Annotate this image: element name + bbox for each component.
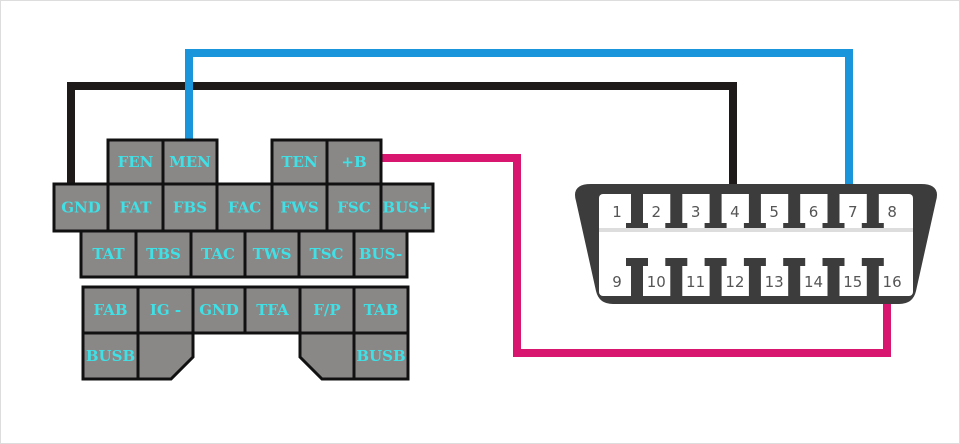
pin-label: MEN: [169, 153, 211, 171]
obd-pin-10: 10: [647, 273, 666, 291]
pin-label: FWS: [280, 199, 318, 217]
pin-label: BUS-: [359, 245, 402, 263]
pin-cell: [352, 331, 410, 381]
pin-label: BUSB: [86, 347, 135, 365]
pin-cell: [136, 331, 195, 381]
pin-divider: [631, 259, 643, 296]
pin-divider: [631, 194, 643, 228]
obd-pin-1: 1: [612, 203, 622, 221]
obd-pin-14: 14: [804, 273, 823, 291]
pin-label: TBS: [146, 245, 181, 263]
obd-pin-9: 9: [612, 273, 622, 291]
pin-tab: [704, 223, 727, 231]
pin-label: BUS+: [382, 199, 431, 217]
pin-divider: [788, 259, 801, 296]
pin-tab: [861, 223, 884, 231]
pin-divider: [709, 194, 722, 228]
obd-pin-8: 8: [887, 203, 897, 221]
pin-cell: [298, 331, 356, 381]
pin-cell: [379, 182, 435, 233]
pin-divider: [827, 194, 840, 228]
pin-label: GND: [61, 199, 101, 217]
pin-divider: [788, 194, 801, 228]
obd-pin-15: 15: [843, 273, 862, 291]
pin-tab: [665, 258, 688, 266]
pin-label: FAT: [120, 199, 153, 217]
pin-divider: [866, 194, 879, 228]
pin-tab: [704, 258, 727, 266]
pin-label: GND: [199, 301, 239, 319]
pin-label: TAC: [201, 245, 235, 263]
pin-tab: [743, 223, 766, 231]
pin-divider: [827, 259, 840, 296]
pin-label: FBS: [173, 199, 207, 217]
pin-tab: [783, 258, 806, 266]
obd-pin-4: 4: [730, 203, 740, 221]
pin-label: BUSB: [356, 347, 405, 365]
pin-tab: [665, 223, 688, 231]
pin-tab: [783, 223, 806, 231]
pin-label: FAC: [228, 199, 261, 217]
wire-blue: [185, 49, 853, 193]
pin-divider: [748, 194, 761, 228]
pin-label: TAT: [92, 245, 125, 263]
pin-divider: [866, 259, 879, 296]
obd-pin-5: 5: [769, 203, 779, 221]
pin-label: TEN: [281, 153, 318, 171]
pin-divider: [748, 259, 761, 296]
pin-label: TWS: [253, 245, 292, 263]
obd-pin-11: 11: [686, 273, 705, 291]
pin-label: FEN: [118, 153, 154, 171]
obd-pin-2: 2: [652, 203, 662, 221]
obd-pin-16: 16: [883, 273, 902, 291]
obd-pin-3: 3: [691, 203, 701, 221]
pin-divider: [709, 259, 722, 296]
pin-tab: [822, 223, 845, 231]
obd-pin-6: 6: [809, 203, 819, 221]
pin-divider: [670, 259, 683, 296]
pin-label: TSC: [310, 245, 344, 263]
pin-tab: [626, 223, 648, 231]
pin-label: IG -: [150, 301, 181, 319]
pin-label: FSC: [337, 199, 370, 217]
diagnostic-connector: FEN MEN TEN +B GND FAT FBS FAC FWS FSC BUS+ TAT TBS T…: [52, 138, 435, 381]
pin-tab: [822, 258, 845, 266]
wire-black: [67, 82, 737, 199]
obd-pin-12: 12: [725, 273, 744, 291]
pin-divider: [670, 194, 683, 228]
pin-cell: [352, 229, 409, 279]
pin-tab: [743, 258, 766, 266]
wire-pink: [381, 154, 891, 357]
pin-label: FAB: [93, 301, 127, 319]
pin-tab: [861, 258, 884, 266]
pin-label: TFA: [256, 301, 289, 319]
pin-label: TAB: [364, 301, 399, 319]
pin-label: F/P: [313, 301, 340, 319]
obd-pin-13: 13: [765, 273, 784, 291]
obd-pin-7: 7: [848, 203, 858, 221]
pin-label: +B: [341, 153, 366, 171]
pin-tab: [626, 258, 648, 266]
pin-gap: [599, 228, 913, 232]
